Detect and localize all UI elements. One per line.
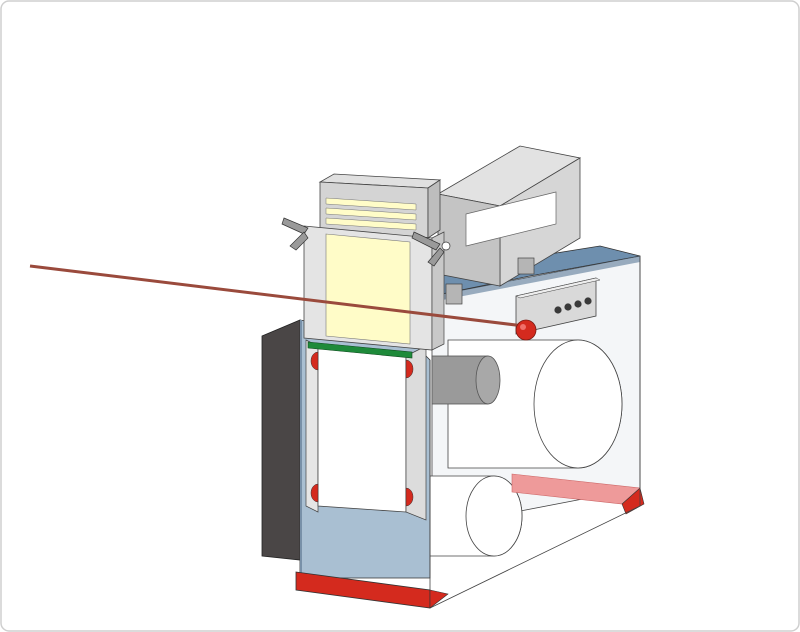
control-button-1[interactable]: [554, 306, 562, 314]
drive-shaft: [431, 355, 501, 405]
paper-sheet-front: [325, 233, 411, 345]
control-button-4[interactable]: [584, 297, 592, 305]
dark-side-panel: [261, 319, 301, 561]
lower-roller: [419, 475, 523, 557]
red-rail-end: [621, 487, 645, 515]
control-panel: [515, 277, 601, 335]
control-button-3[interactable]: [574, 300, 582, 308]
printer-head-housing: [436, 145, 582, 305]
clamp-tab-top-right: [405, 359, 414, 379]
housing-window: [465, 191, 557, 247]
tray-clamp-levers[interactable]: [281, 217, 451, 267]
red-base-rail: [295, 571, 449, 609]
paper-stack-tray: [303, 173, 445, 351]
control-button-2[interactable]: [564, 303, 572, 311]
clamp-tab-bottom-left: [310, 483, 319, 503]
laser-beam: [29, 264, 525, 328]
green-feed-bar: [307, 341, 413, 359]
clamp-tab-top-left: [310, 351, 319, 371]
paper-guide-frame: [305, 339, 427, 521]
front-face-outline: [429, 256, 641, 609]
laser-source: [515, 319, 537, 341]
clamp-tab-bottom-right: [405, 487, 414, 507]
